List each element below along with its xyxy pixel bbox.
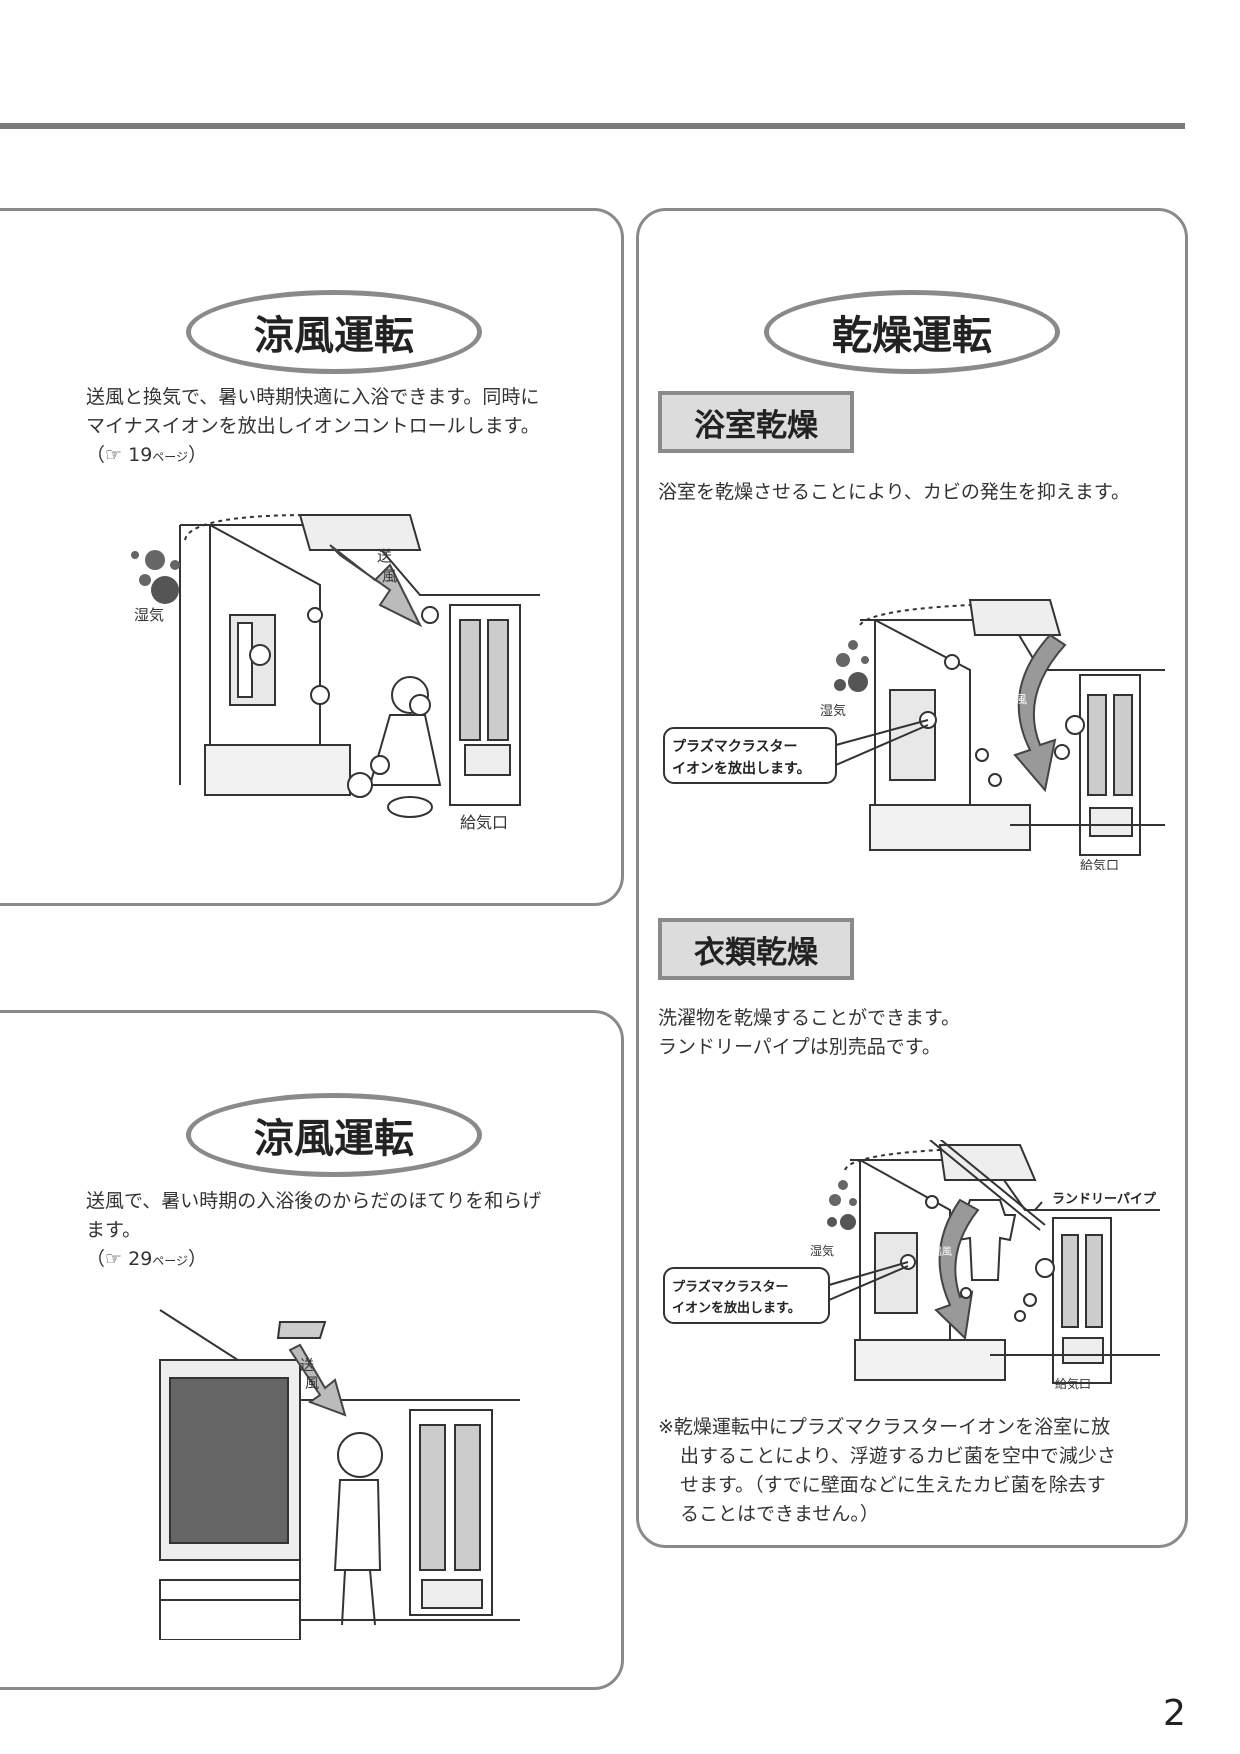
- section-title-cool-breeze-2: 涼風運転: [186, 1093, 482, 1177]
- cool-breeze-2-description: 送風で、暑い時期の入浴後のからだのほてりを和らげ ます。 （☞ 29ページ）: [86, 1187, 606, 1276]
- intake-label: 給気口: [1055, 1376, 1091, 1391]
- cool-breeze-bathroom-illustration: 湿気 送 風 給気口: [131, 514, 540, 832]
- svg-text:送: 送: [377, 547, 392, 565]
- callout-line-1: プラズマクラスター: [672, 738, 797, 755]
- moisture-label: 湿気: [810, 1243, 834, 1258]
- bathroom-drying-heading: 浴室乾燥: [658, 391, 854, 453]
- cool-breeze-1-description: 送風と換気で、暑い時期快適に入浴できます。同時に マイナスイオンを放出しイオンコ…: [86, 383, 606, 472]
- laundry-pipe-label: ランドリーパイプ: [1052, 1192, 1157, 1207]
- bathroom-drying-description: 浴室を乾燥させることにより、カビの発生を抑えます。: [658, 481, 1130, 503]
- callout-line-1: プラズマクラスター: [672, 1279, 788, 1295]
- warm-air-label: 温風: [932, 1246, 952, 1258]
- clothes-drying-illustration: ランドリーパイプ プラズマクラスター イオンを放出します。 湿気 温風 給気口: [663, 1140, 1160, 1391]
- svg-text:風: 風: [305, 1376, 319, 1392]
- clothes-drying-description: 洗濯物を乾燥することができます。 ランドリーパイプは別売品です。: [658, 1007, 961, 1058]
- pointing-hand-icon: ☞: [105, 1248, 123, 1270]
- bathroom-drying-illustration: プラズマクラスター イオンを放出します。 湿気 温風 給気口: [663, 599, 1165, 870]
- cool-breeze-changing-room-illustration: 送 風: [159, 1309, 520, 1640]
- svg-text:送: 送: [300, 1358, 314, 1374]
- moisture-label: 湿気: [134, 606, 164, 624]
- callout-line-2: イオンを放出します。: [672, 760, 811, 777]
- top-rule: [0, 123, 1185, 129]
- intake-label: 給気口: [1080, 858, 1119, 870]
- svg-text:風: 風: [382, 567, 397, 585]
- pointing-hand-icon: ☞: [105, 444, 123, 466]
- section-title-cool-breeze-1: 涼風運転: [186, 290, 482, 374]
- page-reference: （☞ 19ページ）: [86, 444, 208, 466]
- drying-note: ※乾燥運転中にプラズマクラスターイオンを浴室に放 出することにより、浮遊するカビ…: [658, 1416, 1116, 1525]
- intake-label: 給気口: [460, 813, 508, 832]
- page-number: 2: [1163, 1693, 1186, 1734]
- moisture-label: 湿気: [820, 703, 846, 719]
- warm-air-label: 温風: [1005, 693, 1027, 706]
- page-reference: （☞ 29ページ）: [86, 1248, 208, 1270]
- clothes-drying-heading: 衣類乾燥: [658, 918, 854, 980]
- section-title-drying: 乾燥運転: [764, 290, 1060, 374]
- callout-line-2: イオンを放出します。: [672, 1300, 801, 1316]
